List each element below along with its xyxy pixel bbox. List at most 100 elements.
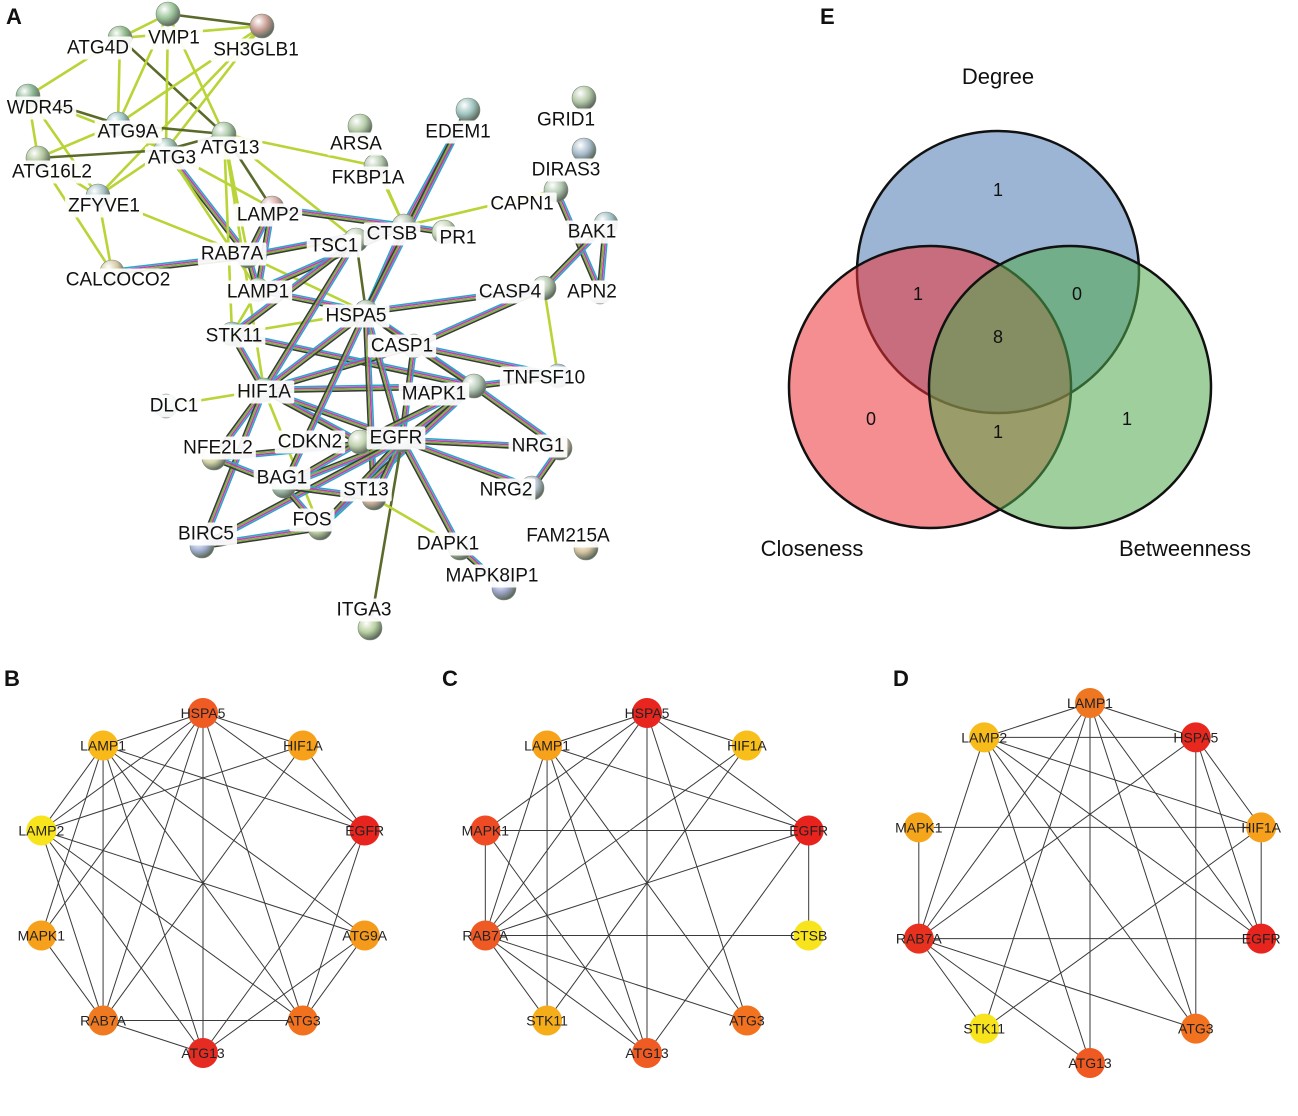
ppi-label-bg	[234, 380, 295, 404]
net-d-label-egfr: EGFR	[1242, 931, 1281, 947]
ppi-label-bg	[180, 436, 256, 460]
ppi-label-bg	[327, 132, 386, 156]
net-c-label-egfr: EGFR	[789, 822, 828, 838]
ppi-label-bak1: BAK1	[568, 222, 617, 243]
ppi-label-stk11: STK11	[206, 326, 263, 347]
net-b-edge-atg13-lamp2	[40, 830, 204, 1054]
net-b-edge-hspa5-lamp1	[102, 712, 204, 746]
net-b-label-egfr: EGFR	[345, 822, 384, 838]
net-d-edges	[918, 702, 1262, 1064]
net-b-label-lamp1: LAMP1	[80, 737, 126, 753]
ppi-label-zfyve1: ZFYVE1	[68, 196, 140, 217]
ppi-label-vmp1: VMP1	[148, 28, 200, 49]
net-b-edge-lamp2-lamp1	[40, 745, 104, 831]
net-b-nodes: HSPA5HIF1AEGFRATG9AATG3ATG13RAB7AMAPK1LA…	[18, 698, 388, 1068]
venn-count-degree-only: 1	[993, 180, 1003, 200]
net-b-label-hif1a: HIF1A	[283, 737, 323, 753]
net-b-label-mapk1: MAPK1	[18, 928, 66, 944]
ppi-label-atg4d: ATG4D	[67, 38, 129, 59]
ppi-edge-rab7a-hspa5	[246, 254, 368, 314]
net-d-label-hif1a: HIF1A	[1241, 819, 1281, 835]
ppi-label-rab7a: RAB7A	[201, 244, 264, 265]
ppi-label-bg	[145, 26, 203, 50]
ppi-label-bg	[363, 222, 421, 246]
ppi-edge-hspa5-bag1	[280, 310, 370, 488]
net-c-label-rab7a: RAB7A	[462, 928, 509, 944]
net-d-node-rab7a	[903, 923, 934, 954]
ppi-label-bg	[422, 120, 494, 144]
ppi-label-capn2: APN2	[567, 282, 617, 303]
ppi-label-nfe2l2: NFE2L2	[183, 438, 253, 459]
net-b-node-egfr	[349, 815, 380, 846]
ppi-label-edem1: EDEM1	[425, 122, 490, 143]
ppi-label-bg	[476, 478, 536, 502]
ppi-label-mapk8ip1: MAPK8IP1	[446, 566, 539, 587]
ppi-label-bg	[528, 158, 604, 182]
network-c: HSPA5HIF1AEGFRCTSBATG3ATG13STK11RAB7AMAP…	[462, 698, 828, 1068]
net-b-edge-atg13-lamp1	[102, 745, 204, 1054]
ppi-label-casp4: CASP4	[479, 282, 542, 303]
net-c-node-ctsb	[793, 920, 824, 951]
ppi-label-capn1: CAPN1	[490, 194, 553, 215]
net-c-edge-stk11-rab7a	[484, 935, 548, 1021]
net-d-edge-atg3-lamp2	[983, 737, 1197, 1029]
net-c-edge-atg13-rab7a	[485, 935, 648, 1054]
ppi-label-bg	[9, 160, 95, 184]
net-d-node-lamp1	[1075, 688, 1105, 718]
ppi-label-bg	[202, 324, 266, 348]
ppi-label-lamp1: LAMP1	[227, 282, 289, 303]
ppi-label-bg	[197, 242, 267, 266]
ppi-label-fkbp1a: FKBP1A	[332, 168, 405, 189]
net-d-node-atg13	[1075, 1048, 1105, 1078]
net-d-edge-hspa5-hif1a	[1195, 737, 1262, 828]
net-b-edge-mapk1-hspa5	[40, 712, 204, 936]
venn-count-closeness-betweenness: 1	[993, 422, 1003, 442]
ppi-label-wdr45: WDR45	[7, 98, 74, 119]
ppi-label-sh3glb1: SH3GLB1	[213, 40, 299, 61]
panel-letter-e: E	[820, 4, 835, 29]
ppi-label-bg	[253, 466, 311, 490]
net-c-node-hif1a	[731, 730, 762, 761]
ppi-label-bg	[328, 166, 408, 190]
net-c-edge-atg13-lamp1	[546, 745, 648, 1054]
net-c-label-hspa5: HSPA5	[625, 705, 670, 721]
ppi-edge-hif1a-fos	[262, 388, 322, 530]
ppi-label-itga3: ITGA3	[337, 600, 392, 621]
net-d-label-stk11: STK11	[963, 1021, 1005, 1037]
net-b-edge-egfr-lamp1	[102, 744, 365, 831]
network-d: LAMP1HSPA5HIF1AEGFRATG3ATG13STK11RAB7AMA…	[895, 688, 1282, 1078]
net-b-label-atg13: ATG13	[181, 1045, 225, 1061]
ppi-label-tnfsf10: TNFSF10	[503, 368, 585, 389]
net-b-label-atg3: ATG3	[285, 1013, 321, 1029]
ppi-label-cdkn2: CDKN2	[278, 432, 342, 453]
net-b-edge-atg9a-atg3	[302, 935, 366, 1021]
net-b-node-hif1a	[287, 730, 318, 761]
ppi-label-bg	[487, 192, 557, 216]
ppi-label-fos: FOS	[292, 510, 331, 531]
net-b-label-atg9a: ATG9A	[342, 928, 388, 944]
venn-title-closeness: Closeness	[761, 536, 864, 561]
net-b-edges	[40, 712, 366, 1054]
ppi-label-mapk1: MAPK1	[402, 384, 466, 405]
venn-diagram: Degree Closeness Betweenness 1 1 0 8 0 1…	[761, 64, 1251, 561]
net-d-edge-hspa5-egfr	[1195, 737, 1262, 939]
ppi-label-bg	[289, 508, 335, 532]
net-b-label-hspa5: HSPA5	[181, 705, 226, 721]
net-d-nodes: LAMP1HSPA5HIF1AEGFRATG3ATG13STK11RAB7AMA…	[895, 688, 1282, 1078]
venn-title-degree: Degree	[962, 64, 1034, 89]
ppi-label-nrg1: NRG1	[512, 436, 565, 457]
net-d-node-atg3	[1180, 1013, 1211, 1044]
venn-circle-betweenness	[927, 244, 1213, 530]
net-d-edge-lamp1-lamp2	[984, 702, 1091, 738]
ppi-label-atg13: ATG13	[201, 138, 260, 159]
net-c-label-atg3: ATG3	[729, 1013, 765, 1029]
ppi-label-bg	[366, 426, 426, 450]
net-c-edge-hspa5-lamp1	[546, 712, 648, 746]
net-c-edge-egfr-atg13	[646, 830, 810, 1054]
net-b-node-lamp2	[26, 815, 57, 846]
ppi-edge-egfr-itga3	[368, 438, 404, 630]
ppi-node-vmp1	[155, 1, 181, 27]
ppi-label-bg	[340, 478, 392, 502]
ppi-label-bg	[322, 304, 390, 328]
